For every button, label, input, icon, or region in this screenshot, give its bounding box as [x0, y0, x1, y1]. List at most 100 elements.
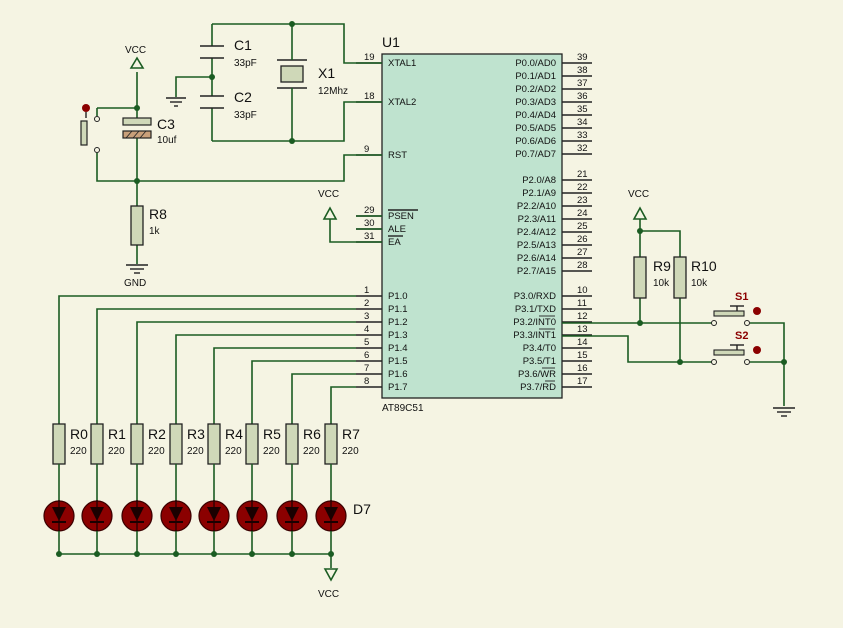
pin-number: 18: [364, 91, 375, 102]
pin-name: P3.6/WR: [518, 369, 556, 380]
resistor-r10[interactable]: R10 10k: [673, 256, 717, 299]
led-d2[interactable]: [121, 500, 153, 532]
pin-name: P3.1/TXD: [515, 304, 556, 315]
reset-button[interactable]: [80, 104, 100, 156]
pin-name: P1.4: [388, 343, 408, 354]
led-d5[interactable]: [236, 500, 268, 532]
pin-number: 16: [577, 363, 588, 374]
mcu-part: AT89C51: [382, 403, 424, 414]
pin-number: 25: [577, 221, 588, 232]
capacitor-c2[interactable]: C2 33pF: [200, 89, 257, 121]
mcu-pin-6[interactable]: 6P1.5: [356, 350, 408, 367]
resistor-ref: R6: [303, 426, 321, 442]
capacitor-c3[interactable]: C3 10uf: [122, 116, 177, 146]
mcu-u1[interactable]: U1 AT89C51 19XTAL118XTAL29RST29PSEN30ALE…: [356, 34, 592, 414]
led-d1[interactable]: [81, 500, 113, 532]
resistor-r8[interactable]: R8 1k: [130, 205, 167, 246]
led-d7[interactable]: [315, 500, 347, 532]
c1-ref: C1: [234, 37, 252, 53]
pin-number: 36: [577, 91, 588, 102]
mcu-pin-4[interactable]: 4P1.3: [356, 324, 408, 341]
pin-name: P2.7/A15: [517, 266, 556, 277]
mcu-ref: U1: [382, 34, 400, 50]
pin-number: 15: [577, 350, 588, 361]
pin-number: 28: [577, 260, 588, 271]
mcu-pin-1[interactable]: 1P1.0: [356, 285, 408, 302]
push-button-s1[interactable]: S1: [711, 291, 762, 326]
pin-number: 4: [364, 324, 369, 335]
gnd-label: GND: [124, 278, 146, 289]
capacitor-c1[interactable]: C1 33pF: [200, 37, 257, 69]
pin-name: P2.1/A9: [522, 188, 556, 199]
pin-number: 24: [577, 208, 588, 219]
mcu-pin-2[interactable]: 2P1.1: [356, 298, 408, 315]
crystal-x1[interactable]: X1 12Mhz: [277, 58, 348, 97]
mcu-pin-8[interactable]: 8P1.7: [356, 376, 408, 393]
led-d4[interactable]: [198, 500, 230, 532]
pin-number: 14: [577, 337, 588, 348]
pin-number: 1: [364, 285, 369, 296]
pin-number: 8: [364, 376, 369, 387]
pin-name: P1.5: [388, 356, 408, 367]
led-d3[interactable]: [160, 500, 192, 532]
led-d0[interactable]: [43, 500, 75, 532]
mcu-pin-3[interactable]: 3P1.2: [356, 311, 408, 328]
pin-name: P3.0/RXD: [514, 291, 556, 302]
resistor-ref: R1: [108, 426, 126, 442]
mcu-pin-7[interactable]: 7P1.6: [356, 363, 408, 380]
resistor-r9[interactable]: R9 10k: [633, 256, 671, 299]
pin-number: 33: [577, 130, 588, 141]
pin-number: 6: [364, 350, 369, 361]
pin-name: RST: [388, 150, 407, 161]
led-bank-labels: D7 VCC: [318, 501, 371, 600]
pin-name: P0.4/AD4: [515, 110, 556, 121]
pin-name: P0.1/AD1: [515, 71, 556, 82]
switch-circuit: VCC R9 10k R10 10k S: [562, 189, 795, 417]
led-d6[interactable]: [276, 500, 308, 532]
r10-value: 10k: [691, 278, 708, 289]
pin-name: P1.2: [388, 317, 408, 328]
r9-ref: R9: [653, 258, 671, 274]
push-button-s2[interactable]: S2: [711, 330, 762, 365]
pin-number: 31: [364, 231, 375, 242]
pin-name: EA: [388, 237, 401, 248]
mcu-pin-5[interactable]: 5P1.4: [356, 337, 408, 354]
pin-name: P3.5/T1: [523, 356, 556, 367]
resistor-ref: R7: [342, 426, 360, 442]
pin-name: P3.7/RD: [520, 382, 556, 393]
